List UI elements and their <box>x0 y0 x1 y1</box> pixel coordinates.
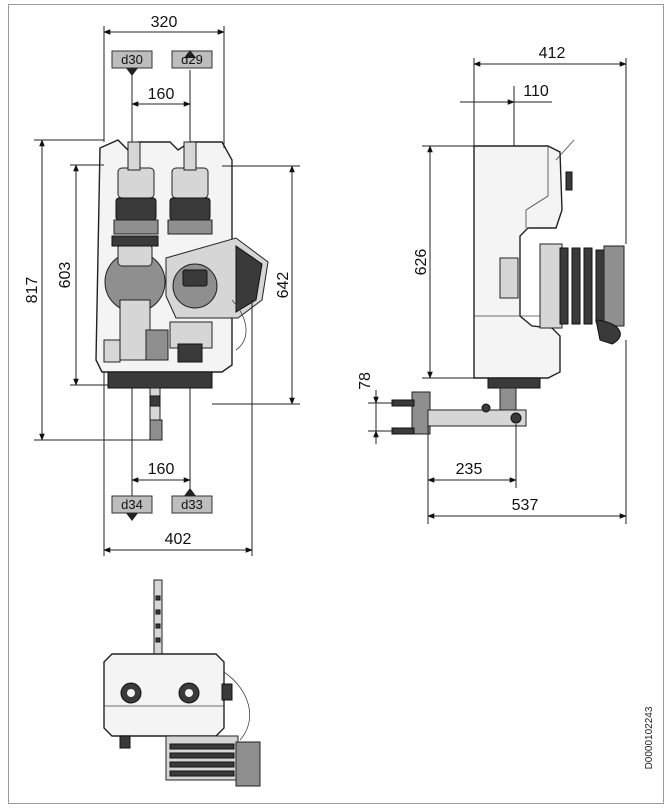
connection-label-top-right: d29 <box>181 52 203 67</box>
dim-width-top: 320 <box>151 14 178 31</box>
connection-label-top-left: d30 <box>121 52 143 67</box>
motor-fins <box>559 245 625 327</box>
front-view <box>95 139 269 441</box>
dim-height-right: 642 <box>275 272 292 299</box>
dim-side-height: 626 <box>413 249 430 276</box>
rail-holes <box>155 595 161 643</box>
dim-pipe-spacing-bottom: 160 <box>148 461 175 478</box>
connection-label-bottom-left: d34 <box>121 497 143 512</box>
dim-side-offset: 110 <box>523 83 549 100</box>
side-dimensions <box>368 58 627 524</box>
dim-width-bottom: 402 <box>165 531 192 548</box>
document-id: D0000102243 <box>644 706 655 769</box>
connection-labels: d30 d29 d34 d33 <box>121 52 203 512</box>
dim-height-total: 817 <box>24 277 41 304</box>
side-view <box>391 139 625 435</box>
front-dimensions <box>34 26 300 556</box>
dim-total-depth: 537 <box>512 497 539 514</box>
dim-bracket-depth: 235 <box>456 461 483 478</box>
top-motor-fins <box>169 743 235 777</box>
dim-pipe-spacing-top: 160 <box>148 86 175 103</box>
dim-side-depth: 412 <box>539 45 566 62</box>
dim-height-housing: 603 <box>57 262 74 289</box>
drawing-frame <box>8 4 664 804</box>
dim-bracket-spacing: 78 <box>357 372 374 390</box>
connection-tags <box>111 50 213 521</box>
top-view <box>103 579 261 787</box>
connection-label-bottom-right: d33 <box>181 497 203 512</box>
dimension-labels: 320 160 817 603 642 160 402 412 110 626 … <box>24 14 565 548</box>
